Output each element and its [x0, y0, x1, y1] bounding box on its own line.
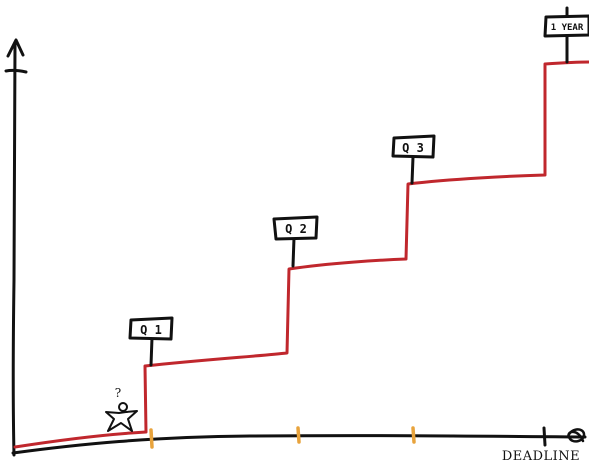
x-axis-tick	[149, 428, 154, 449]
milestone-sign-q1: Q 1	[128, 316, 174, 367]
y-axis-line	[11, 42, 17, 457]
axis-end-icon	[542, 426, 586, 447]
figure-question-mark: ?	[115, 386, 121, 400]
arrow-up-icon	[4, 38, 28, 74]
x-axis-tick	[411, 426, 416, 444]
milestone-sign-1-year: 1 YEAR	[543, 6, 589, 64]
x-axis-line	[11, 434, 587, 455]
sign-label-q3: Q 3	[402, 141, 424, 155]
x-axis-tick	[296, 426, 301, 444]
milestone-sign-q2: Q 2	[272, 215, 319, 268]
sign-label-1-year: 1 YEAR	[551, 23, 584, 33]
sign-label-q2: Q 2	[285, 222, 307, 236]
staircase-line	[13, 60, 589, 449]
x-axis-label: DEADLINE	[502, 449, 580, 464]
stick-figure-icon: ?	[105, 386, 138, 432]
milestone-sign-q3: Q 3	[391, 134, 436, 185]
sign-label-q1: Q 1	[140, 323, 162, 337]
